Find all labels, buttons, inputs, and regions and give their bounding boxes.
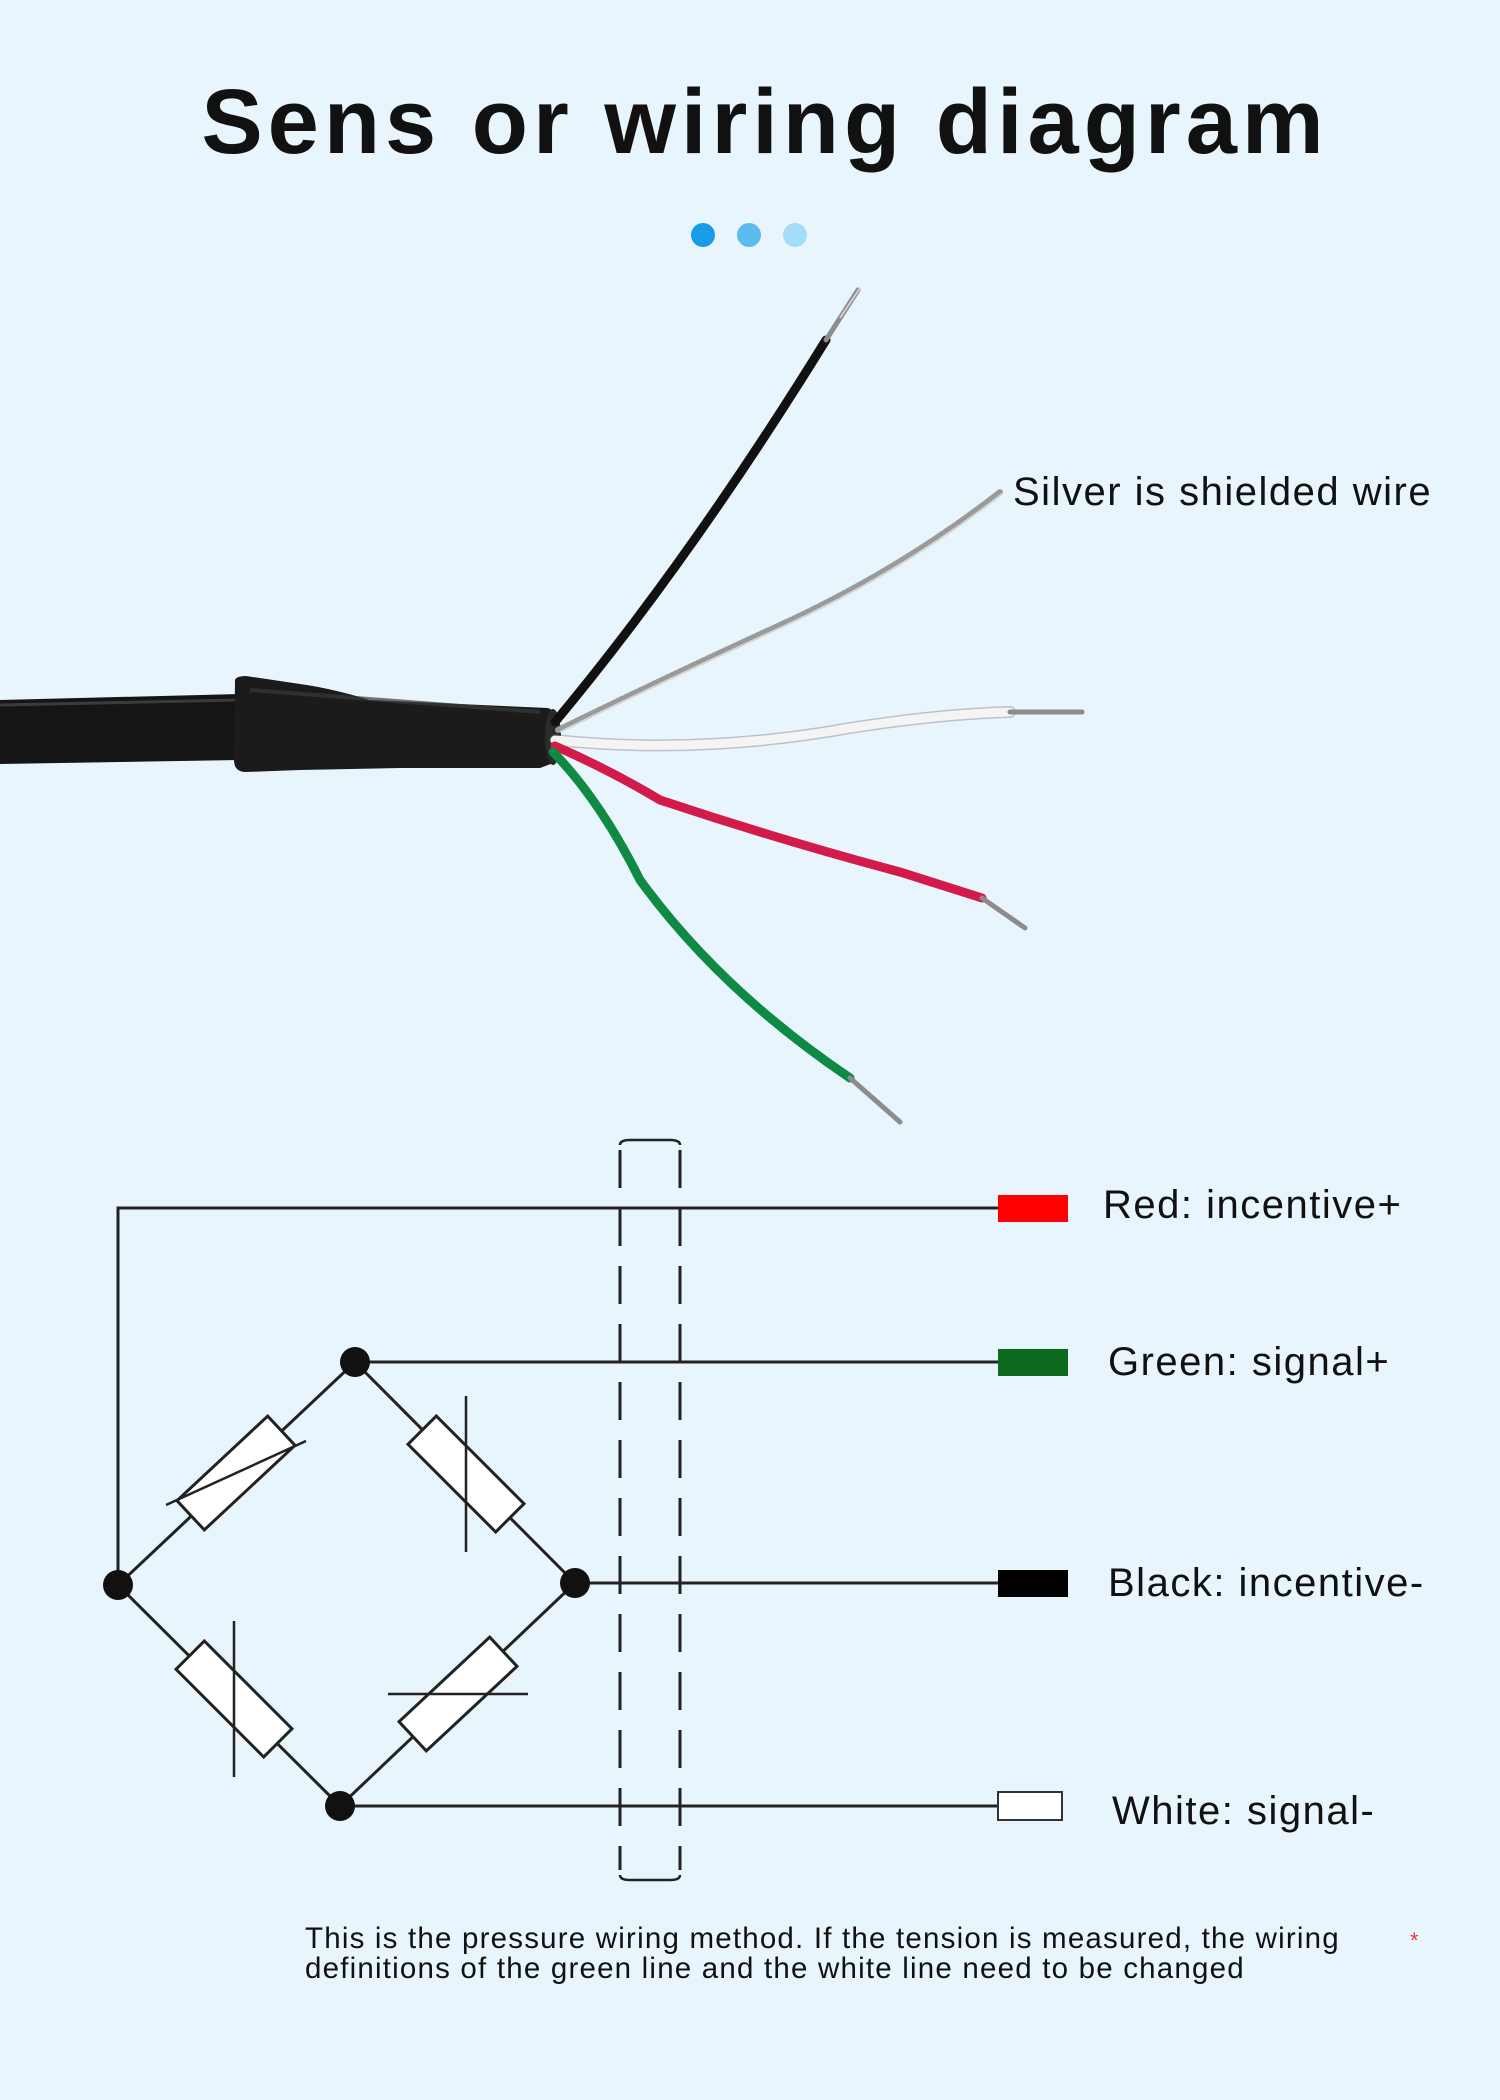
page-dot-1 bbox=[691, 223, 715, 247]
green-wire bbox=[548, 747, 903, 1125]
wiring-note: This is the pressure wiring method. If t… bbox=[305, 1922, 1340, 1985]
cable-shield-symbol bbox=[617, 1138, 683, 1882]
terminal-red bbox=[998, 1195, 1068, 1222]
signal-lines bbox=[116, 1206, 998, 1808]
red-wire-label: Red: incentive+ bbox=[1103, 1183, 1403, 1227]
wheatstone-bridge bbox=[103, 1347, 590, 1821]
page-dot-3 bbox=[783, 223, 807, 247]
terminal-white bbox=[997, 1791, 1063, 1821]
black-wire bbox=[550, 287, 861, 727]
resistor-bottom-left bbox=[173, 1621, 295, 1777]
page-dot-2 bbox=[737, 223, 761, 247]
red-line bbox=[116, 1206, 998, 1585]
sensor-cable bbox=[0, 676, 561, 772]
red-wire bbox=[550, 741, 1028, 931]
shield-wire-label: Silver is shielded wire bbox=[1013, 470, 1433, 514]
terminal-green bbox=[998, 1349, 1068, 1376]
resistor-bottom-right bbox=[388, 1634, 528, 1754]
white-wire-label: White: signal- bbox=[1112, 1789, 1376, 1833]
page-title: Sens or wiring diagram bbox=[201, 71, 1329, 173]
junction-node-top bbox=[340, 1347, 370, 1377]
junction-node-bottom bbox=[325, 1791, 355, 1821]
green-wire-label: Green: signal+ bbox=[1108, 1340, 1391, 1384]
terminal-black bbox=[998, 1570, 1068, 1597]
resistor-top-left bbox=[165, 1413, 307, 1533]
note-mark: * bbox=[1410, 1928, 1419, 1953]
junction-node-left bbox=[103, 1570, 133, 1600]
silver-shield-wire bbox=[555, 489, 1003, 733]
resistor-top-right bbox=[405, 1396, 527, 1552]
white-wire bbox=[549, 706, 1085, 752]
junction-node-right bbox=[560, 1568, 590, 1598]
black-wire-label: Black: incentive- bbox=[1108, 1561, 1425, 1605]
